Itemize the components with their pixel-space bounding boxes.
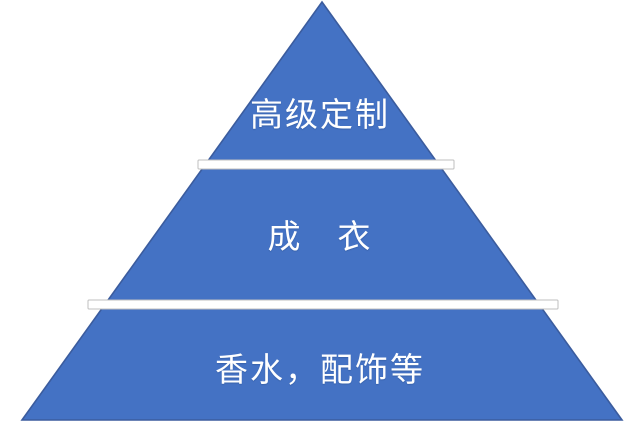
tier-separator-upper xyxy=(197,159,455,170)
tier-separator-lower xyxy=(87,299,559,310)
pyramid-triangle-body[interactable] xyxy=(20,0,624,421)
